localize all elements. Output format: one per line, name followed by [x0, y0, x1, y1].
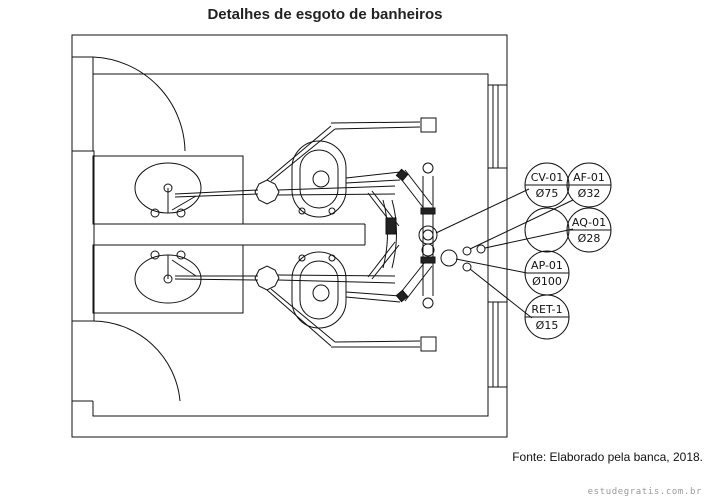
diagram-title: Detalhes de esgoto de banheiros: [207, 6, 443, 23]
siphon-box-top: [254, 179, 280, 205]
source-caption: Fonte: Elaborado pela banca, 2018.: [512, 450, 703, 464]
siphon-box-bottom: [254, 265, 280, 291]
tag-aq01-code: AQ-01: [572, 216, 606, 229]
leader-lines: [435, 188, 574, 319]
sink-top: [134, 162, 202, 218]
tag-ret1-size: Ø15: [536, 319, 559, 332]
tag-cv01-code: CV-01: [531, 171, 564, 184]
pipe-aq01: [476, 244, 486, 254]
walls: [71, 34, 508, 438]
stack-cv01: [418, 225, 438, 245]
stack-lower: [421, 243, 435, 257]
tag-ap01: AP-01 Ø100: [524, 250, 570, 296]
tag-blank: [524, 207, 570, 253]
pipe-fittings: [385, 168, 436, 303]
tag-ap01-code: AP-01: [531, 259, 563, 272]
pipe-af01: [462, 246, 472, 256]
tag-af01-size: Ø32: [578, 187, 601, 200]
vent-node-bottom: [422, 297, 434, 309]
floor-drain-ap01: [440, 249, 458, 267]
tag-ret1: RET-1 Ø15: [524, 294, 570, 340]
tag-cv01: CV-01 Ø75: [524, 162, 570, 208]
tag-af01-code: AF-01: [573, 171, 605, 184]
tag-ap01-size: Ø100: [532, 275, 562, 288]
sink-bottom: [134, 250, 202, 304]
stack-inner: [422, 229, 434, 241]
tag-aq01: AQ-01 Ø28: [566, 207, 612, 253]
vent-cap-top: [420, 117, 437, 133]
toilet-bottom: [291, 251, 347, 329]
tag-af01: AF-01 Ø32: [566, 162, 612, 208]
drain-pipes: [171, 121, 434, 348]
watermark: estudegratis.com.br: [587, 487, 702, 497]
tag-ret1-code: RET-1: [531, 303, 562, 316]
tag-cv01-size: Ø75: [536, 187, 559, 200]
vent-node-top: [422, 162, 434, 174]
toilet-top: [291, 140, 347, 218]
vent-cap-bottom: [420, 336, 437, 352]
tag-aq01-size: Ø28: [578, 232, 601, 245]
pipe-ret1: [462, 262, 472, 272]
